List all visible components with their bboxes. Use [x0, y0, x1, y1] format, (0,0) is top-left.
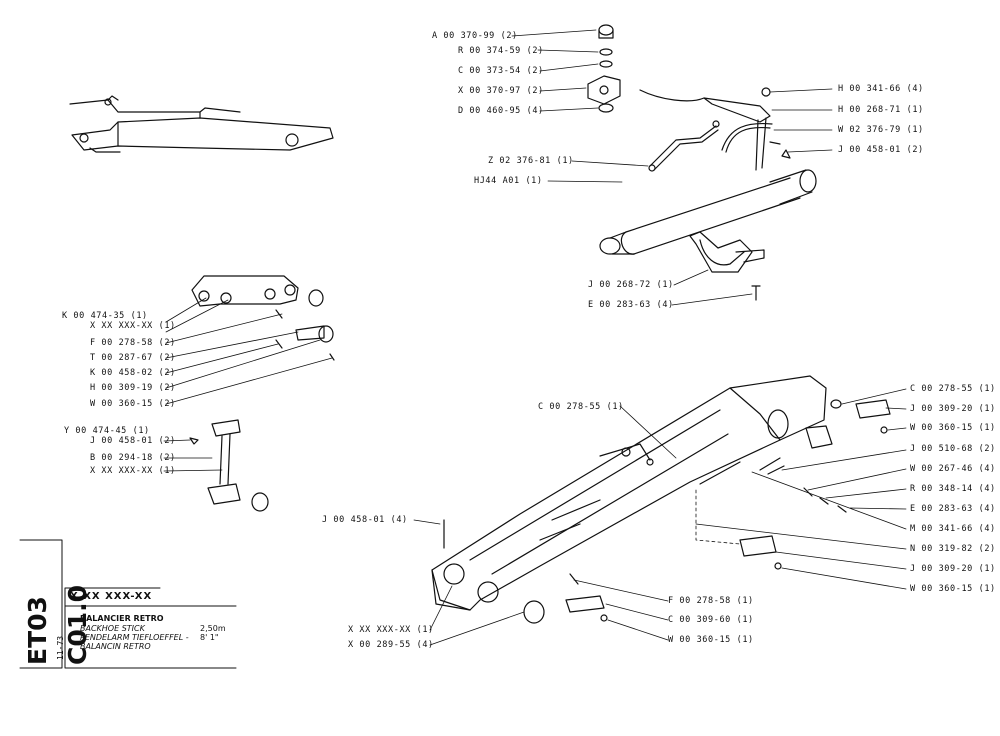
part-label: K 00 458-02 (2) — [90, 368, 176, 378]
part-label: M 00 341-66 (4) — [910, 524, 996, 534]
part-label: X XX XXX-XX (1) — [90, 466, 176, 476]
title-es: BALANCIN RETRO — [80, 642, 151, 651]
dimension-imperial: 8' 1" — [200, 633, 219, 642]
part-label: D 00 460-95 (4) — [458, 106, 544, 116]
part-label: K 00 474-35 (1) — [62, 311, 148, 321]
part-label: R 00 374-59 (2) — [458, 46, 544, 56]
part-label: J 00 309-20 (1) — [910, 404, 996, 414]
backhoe-stick — [431, 375, 891, 624]
part-label: E 00 283-63 (4) — [910, 504, 996, 514]
tie-rod-assembly — [189, 419, 269, 512]
part-label: J 00 458-01 (4) — [322, 515, 408, 525]
part-label: F 00 278-58 (2) — [90, 338, 176, 348]
part-label: J 00 458-01 (2) — [90, 436, 176, 446]
sheet-date-text: 11-73 — [56, 635, 65, 660]
hydraulic-cylinder-assembly — [599, 87, 817, 301]
part-label: N 00 319-82 (2) — [910, 544, 996, 554]
sheet-date: 11-73 — [56, 600, 70, 660]
part-label: E 00 283-63 (4) — [588, 300, 674, 310]
part-label: W 00 360-15 (2) — [90, 399, 176, 409]
part-label: J 00 309-20 (1) — [910, 564, 996, 574]
part-number: X XX XXX-XX — [70, 591, 153, 602]
part-label: W 00 267-46 (4) — [910, 464, 996, 474]
part-label: H 00 309-19 (2) — [90, 383, 176, 393]
part-label: A 00 370-99 (2) — [432, 31, 518, 41]
part-label: H 00 341-66 (4) — [838, 84, 924, 94]
part-label: W 00 360-15 (1) — [668, 635, 754, 645]
part-label: Z 02 376-81 (1) — [488, 156, 574, 166]
part-label: X 00 289-55 (4) — [348, 640, 434, 650]
title-block-frame — [19, 539, 237, 669]
part-label: J 00 268-72 (1) — [588, 280, 674, 290]
part-label: C 00 373-54 (2) — [458, 66, 544, 76]
part-label: F 00 278-58 (1) — [668, 596, 754, 606]
part-label: H 00 268-71 (1) — [838, 105, 924, 115]
part-label: Y 00 474-45 (1) — [64, 426, 150, 436]
dimension-metric: 2,50m — [200, 624, 226, 633]
sheet-code-text: ET03 C01.0 — [23, 584, 92, 665]
part-label: W 02 376-79 (1) — [838, 125, 924, 135]
sheet-code: ET03 C01.0 — [18, 540, 92, 665]
part-label: X XX XXX-XX (1) — [90, 321, 176, 331]
title-en: BACKHOE STICK — [80, 624, 145, 633]
overview-stick-thumbnail — [69, 95, 334, 153]
fitting-stack — [587, 24, 621, 113]
part-label: R 00 348-14 (4) — [910, 484, 996, 494]
part-label: X 00 370-97 (2) — [458, 86, 544, 96]
title-de: PENDELARM TIEFLOEFFEL - — [80, 633, 189, 642]
title-fr: BALANCIER RETRO — [80, 614, 164, 623]
part-label: T 00 287-67 (2) — [90, 353, 176, 363]
part-label: J 00 510-68 (2) — [910, 444, 996, 454]
part-label: B 00 294-18 (2) — [90, 453, 176, 463]
part-label: C 00 278-55 (1) — [538, 402, 624, 412]
part-label: C 00 278-55 (1) — [910, 384, 996, 394]
part-label: C 00 309-60 (1) — [668, 615, 754, 625]
link-plate-assembly — [191, 275, 335, 361]
part-label: W 00 360-15 (1) — [910, 423, 996, 433]
part-label: W 00 360-15 (1) — [910, 584, 996, 594]
part-label: J 00 458-01 (2) — [838, 145, 924, 155]
part-label: X XX XXX-XX (1) — [348, 625, 434, 635]
part-label: HJ44 A01 (1) — [474, 176, 543, 186]
leader-lines — [163, 29, 907, 646]
